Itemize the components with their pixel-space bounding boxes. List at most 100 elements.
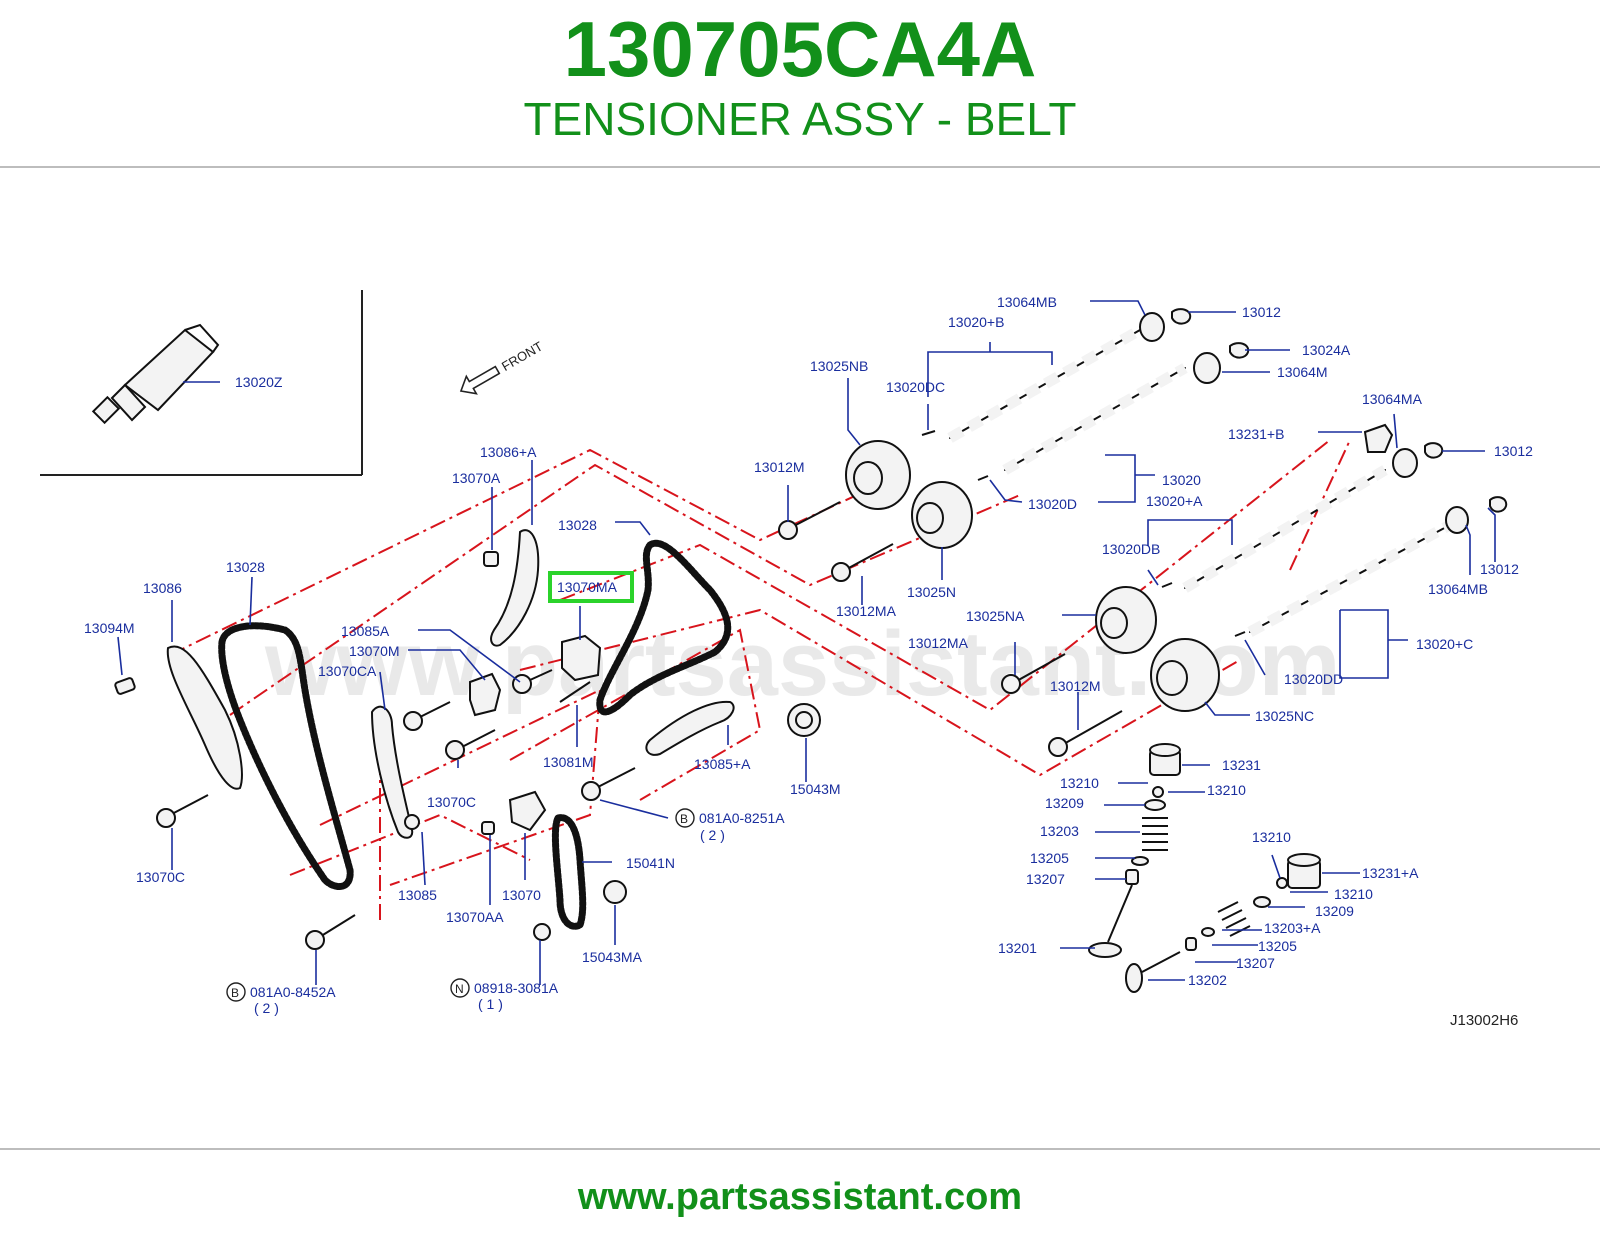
- seat-13205-b[interactable]: [1201, 927, 1215, 937]
- label-13205-b[interactable]: 13205: [1258, 938, 1297, 954]
- label-15041n[interactable]: 15041N: [626, 855, 675, 871]
- keeper-13210-b[interactable]: [1276, 877, 1288, 889]
- label-13086[interactable]: 13086: [143, 580, 182, 596]
- label-13020-a[interactable]: 13020+A: [1146, 493, 1203, 509]
- label-13020-c[interactable]: 13020+C: [1416, 636, 1473, 652]
- label-13207[interactable]: 13207: [1026, 871, 1065, 887]
- bolt-13012m-b[interactable]: [1048, 710, 1123, 757]
- label-13203-a[interactable]: 13203+A: [1264, 920, 1321, 936]
- ring-13064ma[interactable]: [1392, 448, 1418, 478]
- label-13012ma-b[interactable]: 13012MA: [908, 635, 969, 651]
- label-081a0-8452a[interactable]: 081A0-8452A: [250, 984, 336, 1000]
- label-13210[interactable]: 13210: [1060, 775, 1099, 791]
- tappet-13231a[interactable]: [1287, 853, 1321, 889]
- seal-13012-a[interactable]: [1171, 308, 1192, 325]
- label-13085[interactable]: 13085: [398, 887, 437, 903]
- tensioner-13070[interactable]: [508, 790, 547, 832]
- label-13025na[interactable]: 13025NA: [966, 608, 1025, 624]
- label-13028-right[interactable]: 13028: [558, 517, 597, 533]
- cam-sprocket-13025n[interactable]: [911, 481, 973, 549]
- footer-url[interactable]: www.partsassistant.com: [577, 1176, 1023, 1218]
- label-13210-c[interactable]: 13210: [1252, 829, 1291, 845]
- label-13209[interactable]: 13209: [1045, 795, 1084, 811]
- label-13012m[interactable]: 13012M: [754, 459, 805, 475]
- label-13012-b[interactable]: 13012: [1494, 443, 1533, 459]
- pin-13020dc[interactable]: [921, 430, 936, 436]
- valve-13202[interactable]: [1125, 951, 1181, 993]
- label-13020z[interactable]: 13020Z: [235, 374, 283, 390]
- bolt-13094m[interactable]: [114, 677, 136, 695]
- label-13024a[interactable]: 13024A: [1302, 342, 1351, 358]
- tappet-13231[interactable]: [1149, 743, 1181, 776]
- bolt-081a0-8452a[interactable]: [305, 914, 356, 950]
- ring-13064mb-a[interactable]: [1139, 312, 1165, 342]
- bolt-13070a[interactable]: [483, 551, 499, 567]
- label-13064mb[interactable]: 13064MB: [997, 294, 1057, 310]
- label-13064ma[interactable]: 13064MA: [1362, 391, 1423, 407]
- spring-13203a[interactable]: [1217, 901, 1251, 937]
- label-13209-b[interactable]: 13209: [1315, 903, 1354, 919]
- label-13081m[interactable]: 13081M: [543, 754, 594, 770]
- camshaft-13020b[interactable]: [947, 325, 1143, 443]
- label-13012-c[interactable]: 13012: [1480, 561, 1519, 577]
- bolt-081a0-8251a[interactable]: [581, 767, 636, 801]
- retainer-13209[interactable]: [1144, 799, 1166, 811]
- spring-13203[interactable]: [1142, 817, 1168, 851]
- tensioner-block-13070ma[interactable]: [561, 634, 602, 682]
- label-13203[interactable]: 13203: [1040, 823, 1079, 839]
- label-13020-b[interactable]: 13020+B: [948, 314, 1004, 330]
- sprocket-15043ma[interactable]: [603, 880, 627, 904]
- pivot-13085[interactable]: [404, 814, 420, 830]
- camshaft-13020a[interactable]: [1182, 465, 1388, 593]
- chain-guide-13085a[interactable]: [645, 700, 735, 756]
- label-15043ma[interactable]: 15043MA: [582, 949, 643, 965]
- label-13202[interactable]: 13202: [1188, 972, 1227, 988]
- timing-chain-13028-right[interactable]: [596, 539, 732, 716]
- label-13025nb[interactable]: 13025NB: [810, 358, 868, 374]
- label-13070aa[interactable]: 13070AA: [446, 909, 504, 925]
- label-13070m[interactable]: 13070M: [349, 643, 400, 659]
- bolt-13012m-a[interactable]: [778, 501, 841, 540]
- label-13064mb-b[interactable]: 13064MB: [1428, 581, 1488, 597]
- chain-15041n[interactable]: [551, 814, 587, 930]
- seal-13012-c[interactable]: [1489, 496, 1508, 513]
- bolt-13070ca[interactable]: [403, 701, 451, 731]
- label-13020dc[interactable]: 13020DC: [886, 379, 945, 395]
- label-13210-d[interactable]: 13210: [1334, 886, 1373, 902]
- pin-13020d[interactable]: [977, 475, 989, 481]
- label-081a0-8251a[interactable]: 081A0-8251A: [699, 810, 785, 826]
- label-13070c-center[interactable]: 13070C: [427, 794, 476, 810]
- label-13231-a[interactable]: 13231+A: [1362, 865, 1419, 881]
- camshaft-13020[interactable]: [1002, 363, 1188, 475]
- label-13070[interactable]: 13070: [502, 887, 541, 903]
- timing-chain-13028-left[interactable]: [218, 622, 354, 890]
- sprocket-15043m[interactable]: [787, 703, 821, 737]
- label-13070ca[interactable]: 13070CA: [318, 663, 377, 679]
- bolt-13070aa[interactable]: [481, 821, 495, 835]
- seat-13205[interactable]: [1131, 856, 1149, 866]
- grease-tube-icon[interactable]: [91, 323, 220, 425]
- pin-13081m[interactable]: [559, 681, 591, 703]
- label-13028-left[interactable]: 13028: [226, 559, 265, 575]
- retainer-13209-b[interactable]: [1253, 896, 1271, 908]
- bolt-13070c-center[interactable]: [445, 729, 496, 760]
- camshaft-13020c[interactable]: [1247, 520, 1453, 637]
- tensioner-13070m[interactable]: [469, 672, 502, 717]
- ring-13064mb-b[interactable]: [1445, 506, 1469, 534]
- label-13012[interactable]: 13012: [1242, 304, 1281, 320]
- cam-sprocket-13025nc[interactable]: [1150, 638, 1220, 712]
- label-13205[interactable]: 13205: [1030, 850, 1069, 866]
- label-13020d[interactable]: 13020D: [1028, 496, 1077, 512]
- label-13231[interactable]: 13231: [1222, 757, 1261, 773]
- chain-guide-13086[interactable]: [166, 645, 243, 790]
- label-15043m[interactable]: 15043M: [790, 781, 841, 797]
- label-13020dd[interactable]: 13020DD: [1284, 671, 1343, 687]
- ring-13064m[interactable]: [1193, 352, 1221, 384]
- nut-08918-3081a[interactable]: [533, 923, 551, 941]
- seal-13207-b[interactable]: [1185, 937, 1197, 951]
- tensioner-arm-13070ca[interactable]: [370, 705, 414, 839]
- label-13070ma[interactable]: 13070MA: [557, 579, 618, 595]
- bolt-13012ma-a[interactable]: [831, 543, 894, 582]
- label-13070c-left[interactable]: 13070C: [136, 869, 185, 885]
- label-13207-b[interactable]: 13207: [1236, 955, 1275, 971]
